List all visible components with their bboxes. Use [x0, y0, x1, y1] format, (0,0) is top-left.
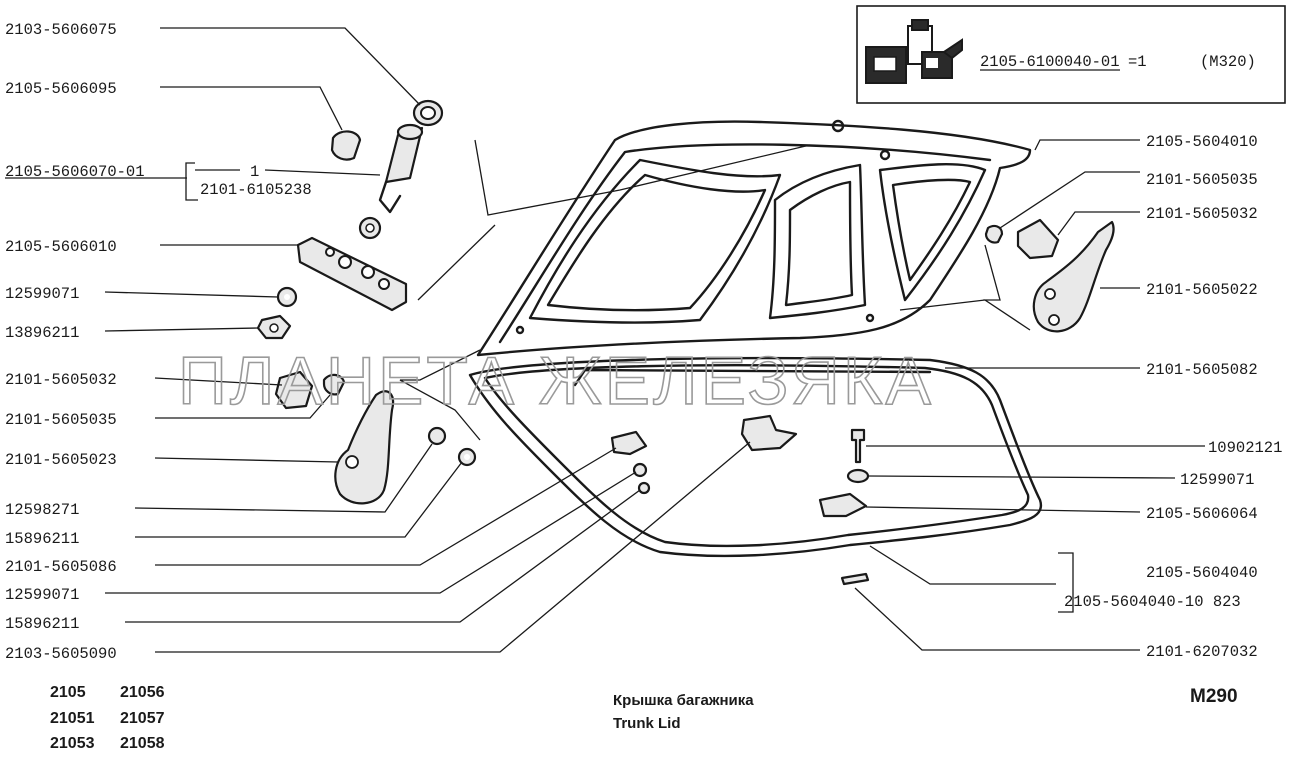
inset-quantity: =1 — [1128, 53, 1147, 71]
model-1: 2105 — [50, 684, 86, 701]
label-right-8: 2105-5606064 — [1146, 505, 1258, 523]
label-right-6: 10902121 — [1208, 439, 1282, 457]
bracket-part: 2101-6105238 — [200, 181, 312, 199]
footer: 2105 21056 21051 21057 21053 21058 Крышк… — [50, 684, 1238, 752]
label-left-4: 2105-5606010 — [5, 238, 117, 256]
label-left-14: 15896211 — [5, 615, 79, 633]
label-right-4: 2101-5605022 — [1146, 281, 1258, 299]
title-russian: Крышка багажника — [613, 692, 754, 709]
watermark: ПЛАНЕТА ЖЕЛЕЗЯКА — [178, 343, 934, 419]
label-left-1: 2103-5606075 — [5, 21, 117, 39]
lock-body — [296, 236, 408, 312]
label-right-9: 2105-5604040 — [1146, 564, 1258, 582]
trunk-lid-panel — [476, 119, 1032, 357]
label-left-12: 2101-5605086 — [5, 558, 117, 576]
right-labels: 2105-5604010 2101-5605035 2101-5605032 2… — [1064, 133, 1282, 661]
label-left-15: 2103-5605090 — [5, 645, 117, 663]
title-english: Trunk Lid — [613, 715, 681, 732]
inset-part-number: 2105-6100040-01 — [980, 53, 1120, 71]
label-left-13: 12599071 — [5, 586, 79, 604]
label-left-11: 15896211 — [5, 530, 79, 548]
label-right-2: 2101-5605035 — [1146, 171, 1258, 189]
label-left-10: 12598271 — [5, 501, 79, 519]
lock-cylinder-group — [330, 99, 444, 240]
model-2: 21056 — [120, 684, 165, 701]
left-fasteners — [256, 286, 298, 340]
model-4: 21057 — [120, 710, 165, 727]
label-left-2: 2105-5606095 — [5, 80, 117, 98]
model-3: 21051 — [50, 710, 95, 727]
left-labels: 2103-5606075 2105-5606095 2105-5606070-0… — [5, 21, 312, 663]
bracket-qty: 1 — [250, 163, 259, 181]
label-right-3: 2101-5605032 — [1146, 205, 1258, 223]
label-right-11: 2101-6207032 — [1146, 643, 1258, 661]
page-code: M290 — [1190, 686, 1238, 707]
inset-part-illustration — [865, 19, 963, 84]
label-right-7: 12599071 — [1180, 471, 1254, 489]
model-6: 21058 — [120, 735, 165, 752]
left-hinge — [274, 370, 477, 505]
label-left-8: 2101-5605035 — [5, 411, 117, 429]
leader-lines — [5, 27, 1205, 653]
right-hinge — [984, 218, 1115, 333]
label-left-6: 13896211 — [5, 324, 79, 342]
label-left-5: 12599071 — [5, 285, 79, 303]
weatherstrip-seal — [468, 356, 1043, 558]
label-left-9: 2101-5605023 — [5, 451, 117, 469]
model-5: 21053 — [50, 735, 95, 752]
label-left-3: 2105-5606070-01 — [5, 163, 145, 181]
label-right-5: 2101-5605082 — [1146, 361, 1258, 379]
label-left-7: 2101-5605032 — [5, 371, 117, 389]
label-right-1: 2105-5604010 — [1146, 133, 1258, 151]
inset-box: 2105-6100040-01 =1 (M320) — [856, 5, 1286, 104]
label-right-10: 2105-5604040-10 823 — [1064, 593, 1241, 611]
striker-and-brackets — [610, 414, 870, 586]
inset-reference: (M320) — [1200, 53, 1256, 71]
